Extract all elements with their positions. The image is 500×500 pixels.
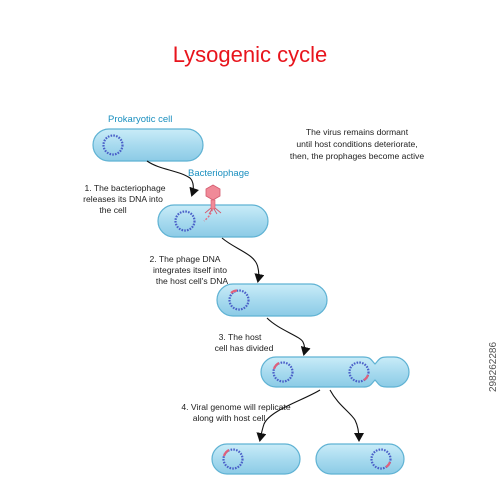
cell-daughter-right (315, 443, 405, 475)
step-4-line: 4. Viral genome will replicate (181, 402, 290, 412)
arrow-step-1 (146, 160, 199, 197)
prokaryotic-cell-label: Prokaryotic cell (108, 114, 172, 125)
stock-id: 298262286 (488, 342, 499, 392)
step-4-line: along with host cell (193, 413, 266, 423)
step-1-line: 1. The bacteriophage (84, 183, 165, 193)
arrow-step-4-right (329, 389, 364, 442)
step-1-line: the cell (99, 205, 126, 215)
step-2-line: integrates itself into (153, 265, 227, 275)
step-3-line: 3. The host (219, 332, 262, 342)
step-1-text: 1. The bacteriophage releases its DNA in… (83, 183, 166, 215)
step-2-text: 2. The phage DNA integrates itself into … (149, 254, 228, 286)
cell-daughter-left (211, 443, 301, 475)
step-3-text: 3. The host cell has divided (215, 332, 274, 353)
cell-prokaryotic (92, 128, 204, 162)
bacteriophage-label: Bacteriophage (188, 168, 249, 179)
cell-infected (157, 204, 269, 238)
arrow-step-4-left (256, 389, 321, 442)
bacteriophage-icon (204, 184, 222, 215)
step-2-line: the host cell's DNA (156, 276, 229, 286)
step-2-line: 2. The phage DNA (149, 254, 220, 264)
dormant-note: The virus remains dormant until host con… (290, 127, 424, 161)
step-3-line: cell has divided (215, 343, 274, 353)
dormant-note-line: The virus remains dormant (306, 127, 409, 137)
arrow-step-3 (266, 317, 311, 356)
cell-integrated (216, 283, 328, 317)
diagram-title: Lysogenic cycle (173, 42, 327, 67)
dormant-note-line: until host conditions deteriorate, (296, 139, 417, 149)
dormant-note-line: then, the prophages become active (290, 151, 424, 161)
step-4-text: 4. Viral genome will replicate along wit… (181, 402, 290, 423)
cell-dividing (260, 356, 410, 388)
step-1-line: releases its DNA into (83, 194, 163, 204)
arrow-step-2 (221, 237, 265, 283)
